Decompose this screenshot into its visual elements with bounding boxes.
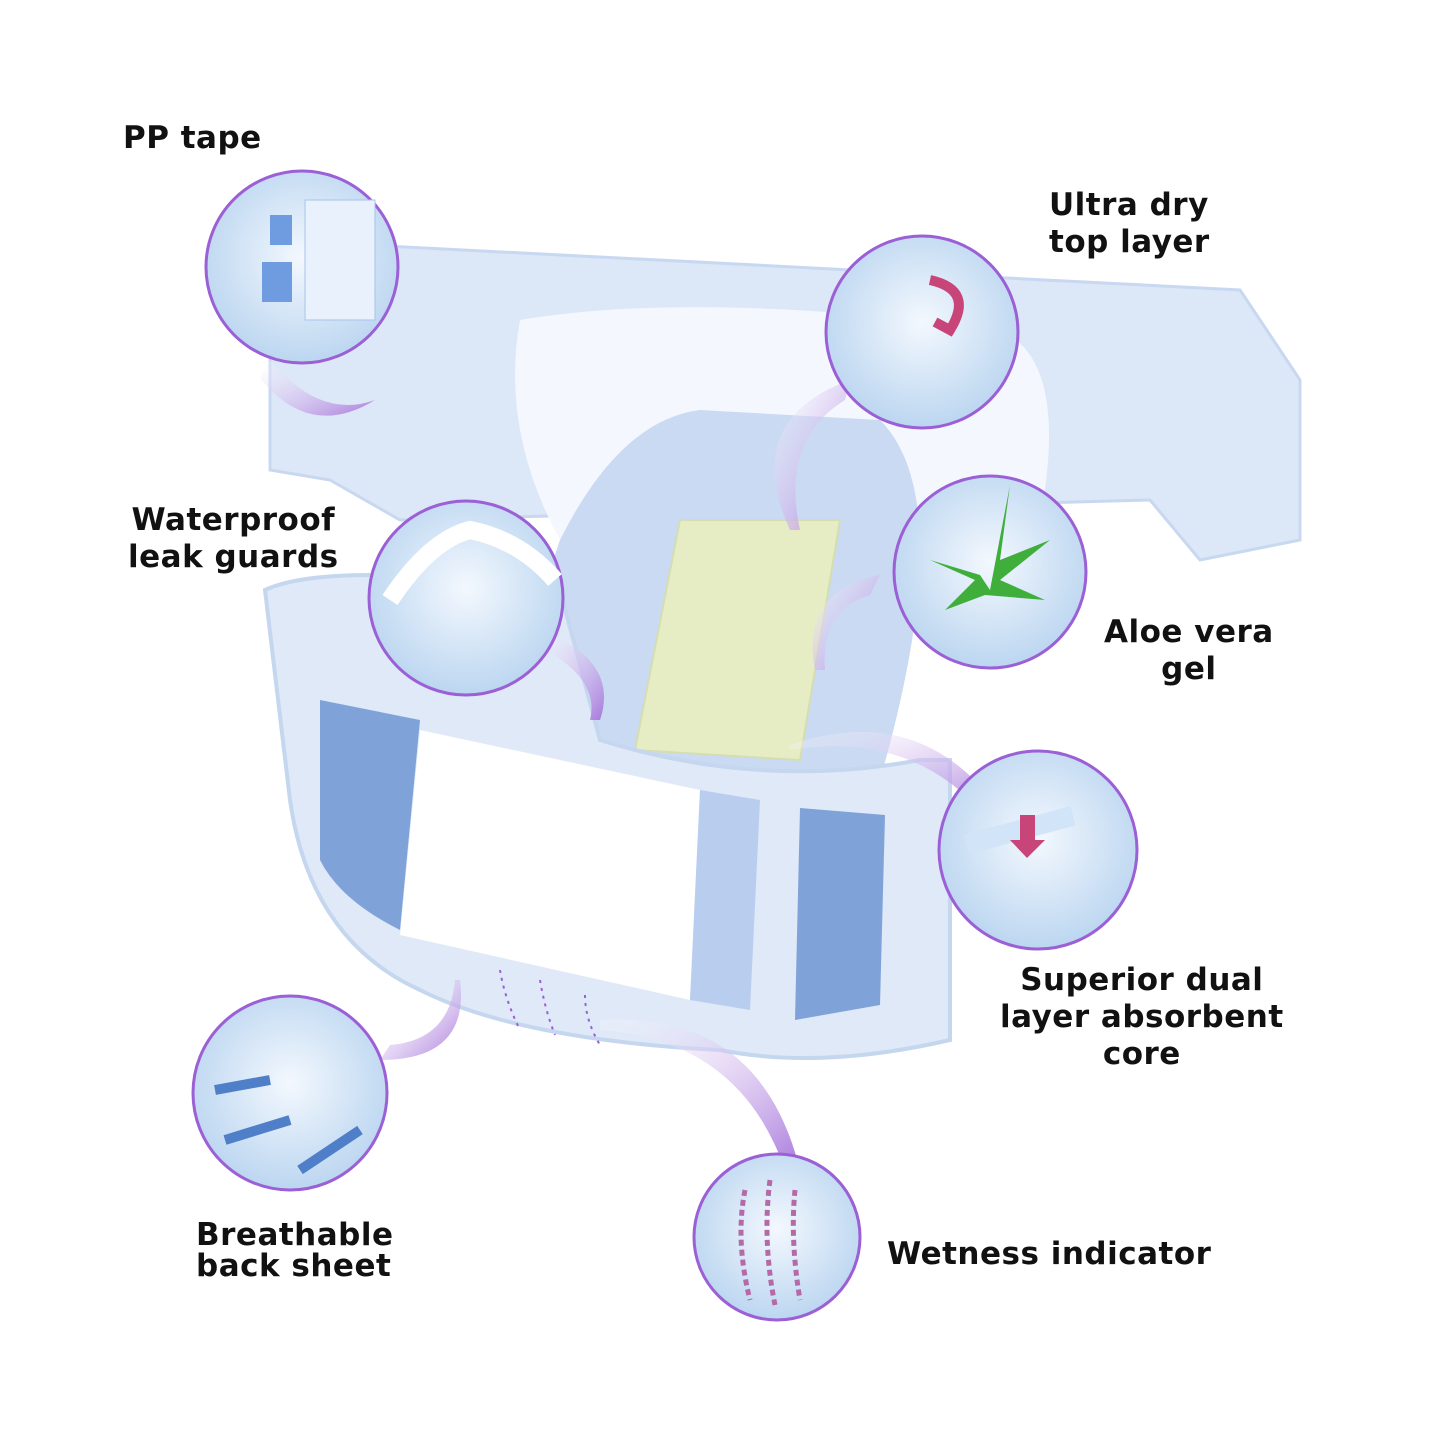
arrow-ultra-dry (774, 380, 850, 530)
label-wetness-indicator: Wetness indicator (887, 1236, 1211, 1273)
detail-circle-ultra-dry (824, 234, 1020, 430)
label-line: Breathable (196, 1217, 394, 1253)
label-line: leak guards (128, 539, 339, 575)
detail-circle-aloe (892, 474, 1088, 670)
detail-circle-wetness (692, 1152, 862, 1322)
detail-circle-absorbent-core (937, 749, 1139, 951)
label-line: Wetness indicator (887, 1236, 1212, 1272)
label-superior-dual-layer-absorbent-core: Superior dual layer absorbent core (1000, 962, 1284, 1073)
label-line: Ultra dry (1049, 187, 1209, 223)
label-line: layer absorbent (1000, 999, 1284, 1035)
label-line: PP tape (123, 120, 262, 156)
label-line: gel (1161, 651, 1217, 687)
arrow-back-sheet (380, 980, 461, 1060)
label-line: core (1102, 1036, 1181, 1072)
label-line: Superior dual (1020, 962, 1264, 998)
detail-circle-back-sheet (191, 994, 389, 1192)
label-breathable-back-sheet: Breathable back sheet (196, 1220, 394, 1282)
label-pp-tape: PP tape (123, 120, 262, 157)
label-line: Aloe vera (1104, 614, 1274, 650)
label-ultra-dry-top-layer: Ultra dry top layer (1049, 187, 1210, 261)
label-aloe-vera-gel: Aloe vera gel (1104, 614, 1274, 688)
arrow-aloe (812, 575, 880, 670)
label-line: back sheet (196, 1248, 392, 1284)
label-line: Waterproof (131, 502, 336, 538)
label-waterproof-leak-guards: Waterproof leak guards (128, 502, 339, 576)
detail-circle-leak-guards (367, 499, 565, 697)
arrow-pp-tape (260, 360, 375, 416)
detail-circle-pp-tape (204, 169, 400, 365)
arrow-leak-guards (540, 630, 604, 720)
label-line: top layer (1049, 224, 1210, 260)
